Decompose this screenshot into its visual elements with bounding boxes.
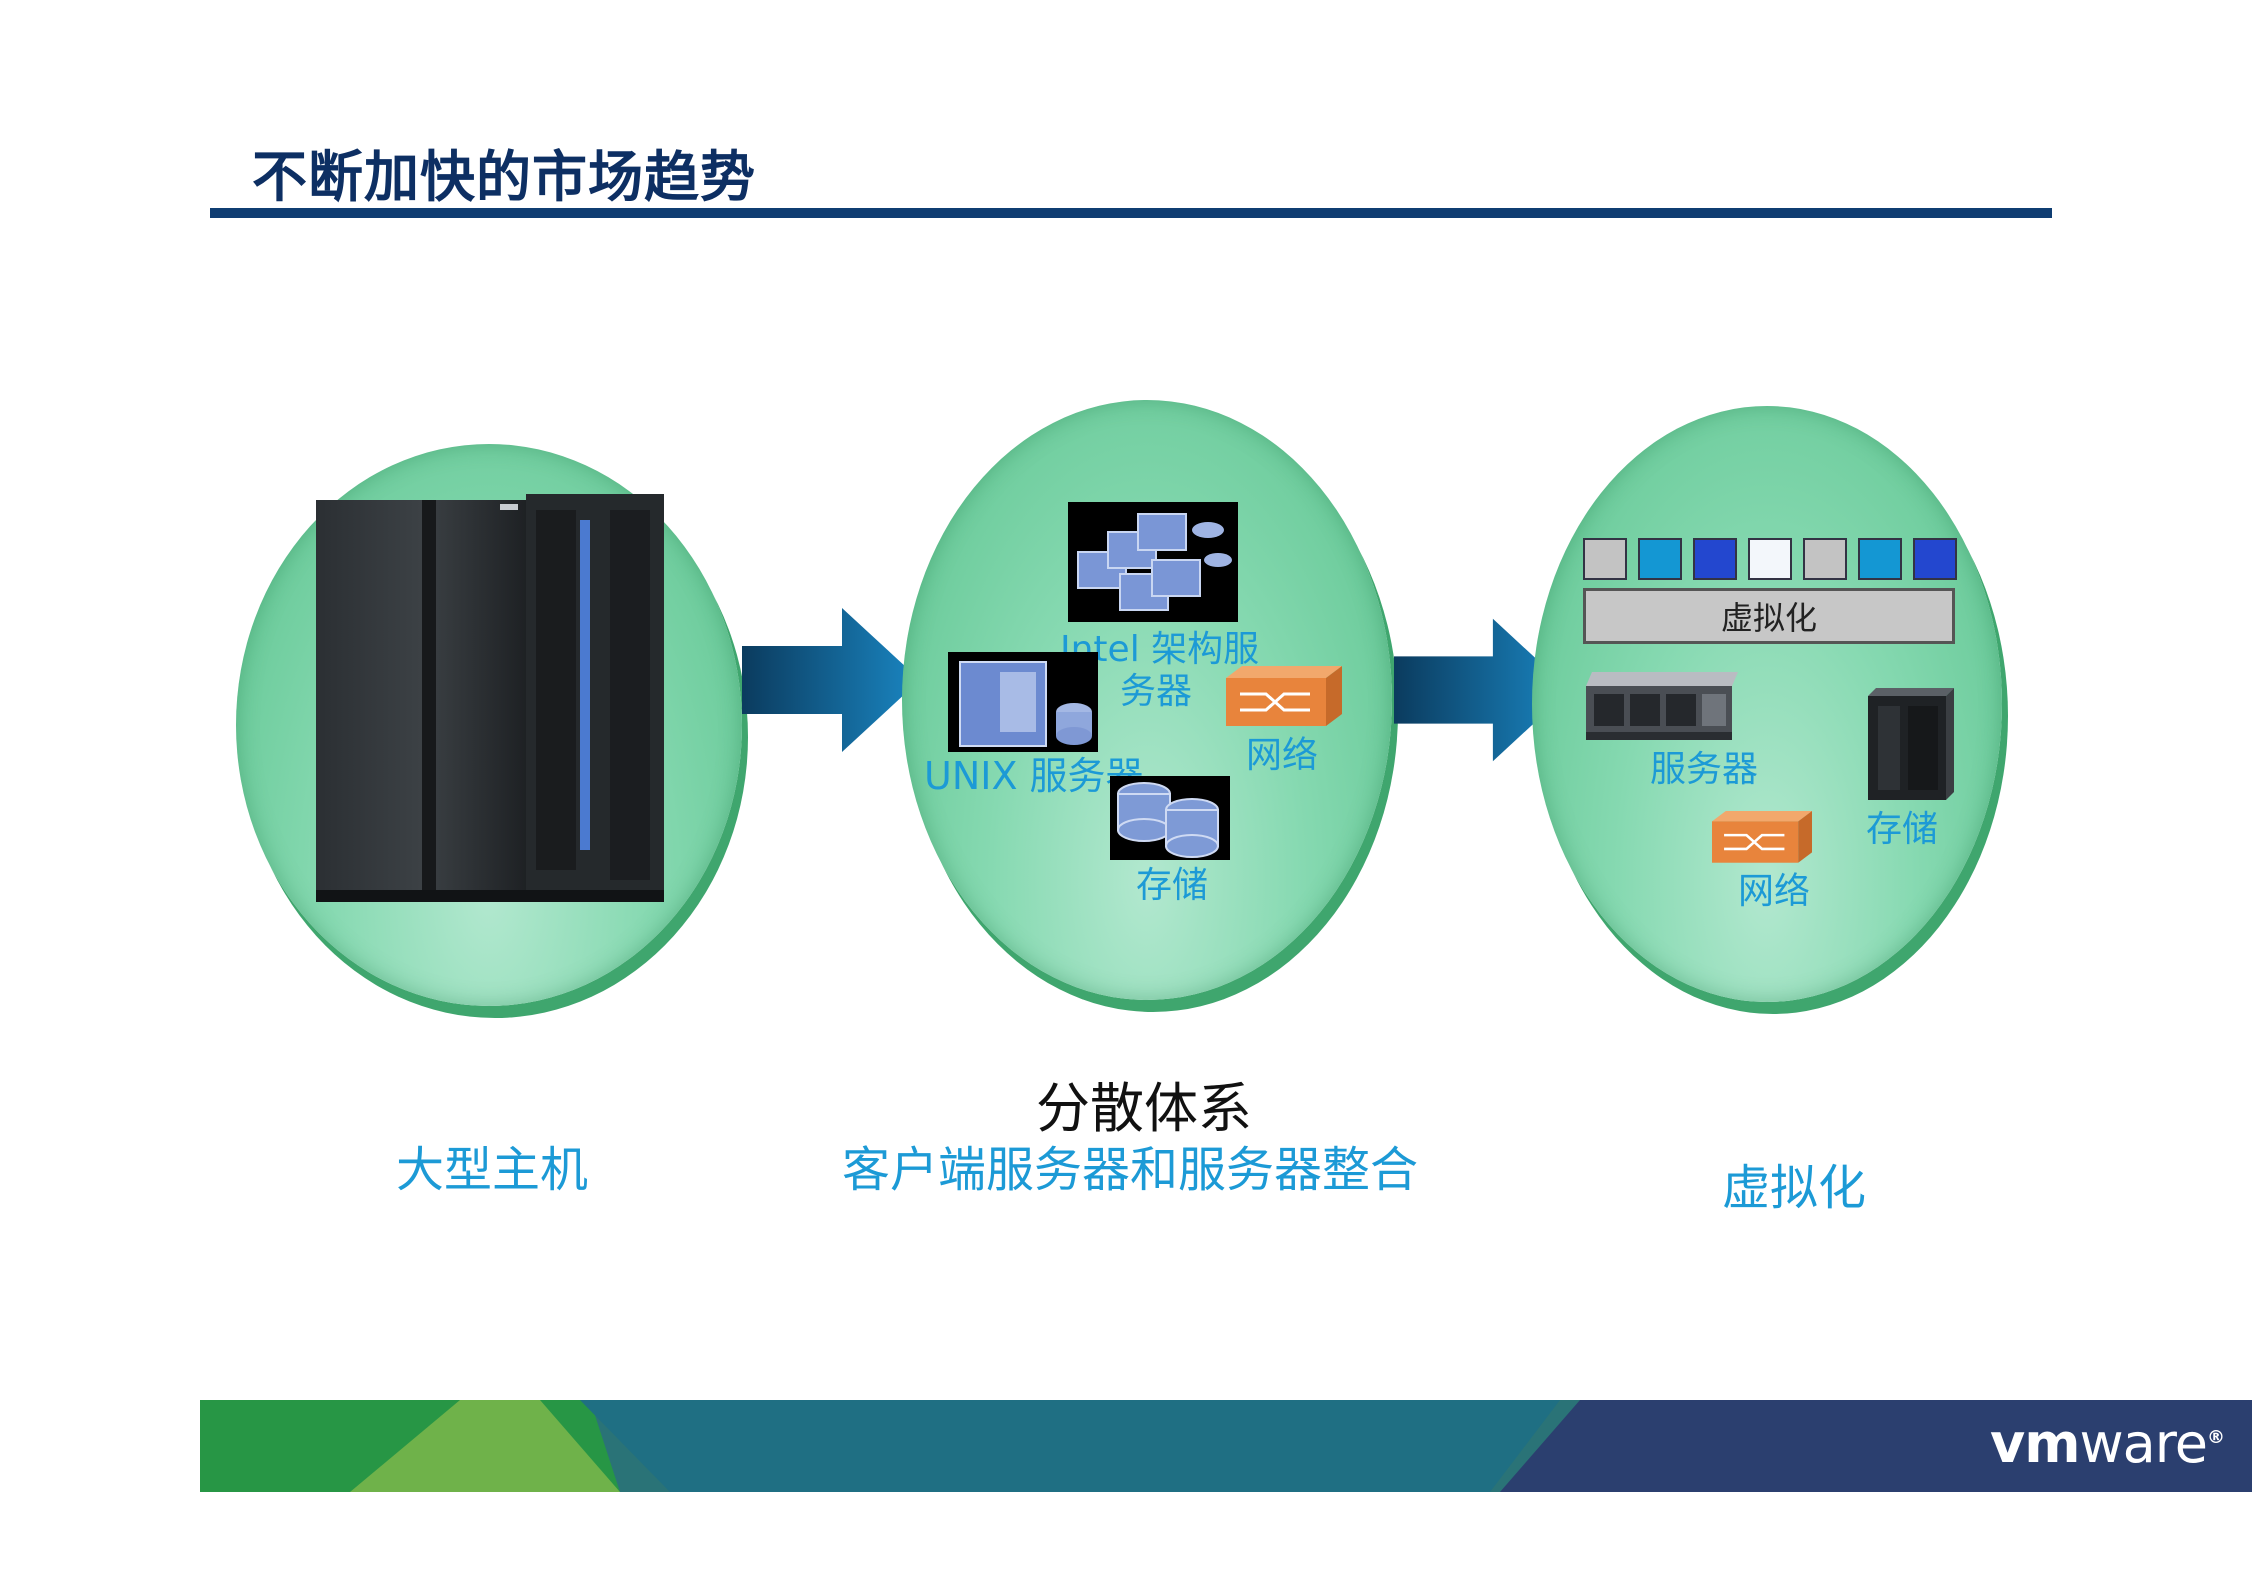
mainframe-server-icon bbox=[316, 494, 664, 902]
arrow-right-icon bbox=[1394, 618, 1571, 762]
intel-server-icon bbox=[1068, 502, 1238, 622]
storage-disk-icon bbox=[1110, 776, 1230, 860]
vmware-logo-vm: vm bbox=[1990, 1412, 2080, 1475]
vm-block bbox=[1803, 538, 1847, 580]
distributed-caption: 客户端服务器和服务器整合 bbox=[842, 1142, 1419, 1198]
storage-label: 存储 bbox=[1136, 865, 1209, 906]
network-label: 网络 bbox=[1738, 871, 1811, 912]
vm-block bbox=[1693, 538, 1737, 580]
storage-label: 存储 bbox=[1866, 809, 1939, 850]
mainframe-caption: 大型主机 bbox=[396, 1142, 589, 1198]
virtualization-layer-label: 虚拟化 bbox=[1720, 599, 1817, 637]
intel-server-label-cont: 务器 bbox=[1120, 671, 1193, 712]
vm-block bbox=[1638, 538, 1682, 580]
page-title: 不断加快的市场趋势 bbox=[252, 145, 757, 209]
vmware-logo-reg: ® bbox=[2207, 1427, 2225, 1448]
arrow-right-icon bbox=[742, 608, 920, 752]
rack-server-icon bbox=[1586, 672, 1738, 740]
network-label: 网络 bbox=[1246, 735, 1319, 776]
unix-server-icon bbox=[948, 652, 1098, 752]
vm-block bbox=[1913, 538, 1957, 580]
vm-block bbox=[1858, 538, 1902, 580]
network-switch-icon bbox=[1712, 811, 1812, 863]
distributed-heading: 分散体系 bbox=[1036, 1077, 1252, 1140]
network-switch-icon bbox=[1226, 666, 1342, 726]
server-label: 服务器 bbox=[1650, 749, 1759, 790]
vmware-logo-ware: ware bbox=[2079, 1412, 2208, 1475]
unix-server-label: UNIX 服务器 bbox=[924, 754, 1144, 798]
vm-block bbox=[1748, 538, 1792, 580]
vm-block bbox=[1583, 538, 1627, 580]
virtualization-caption: 虚拟化 bbox=[1722, 1160, 1867, 1216]
vmware-logo: vmware® bbox=[1990, 1412, 2225, 1475]
virtualization-layer: 虚拟化 bbox=[1583, 588, 1955, 644]
footer-banner-graphic bbox=[200, 1400, 2252, 1492]
storage-tower-icon bbox=[1868, 688, 1954, 800]
title-divider bbox=[210, 208, 2052, 218]
footer-banner: vmware® bbox=[200, 1400, 2252, 1492]
